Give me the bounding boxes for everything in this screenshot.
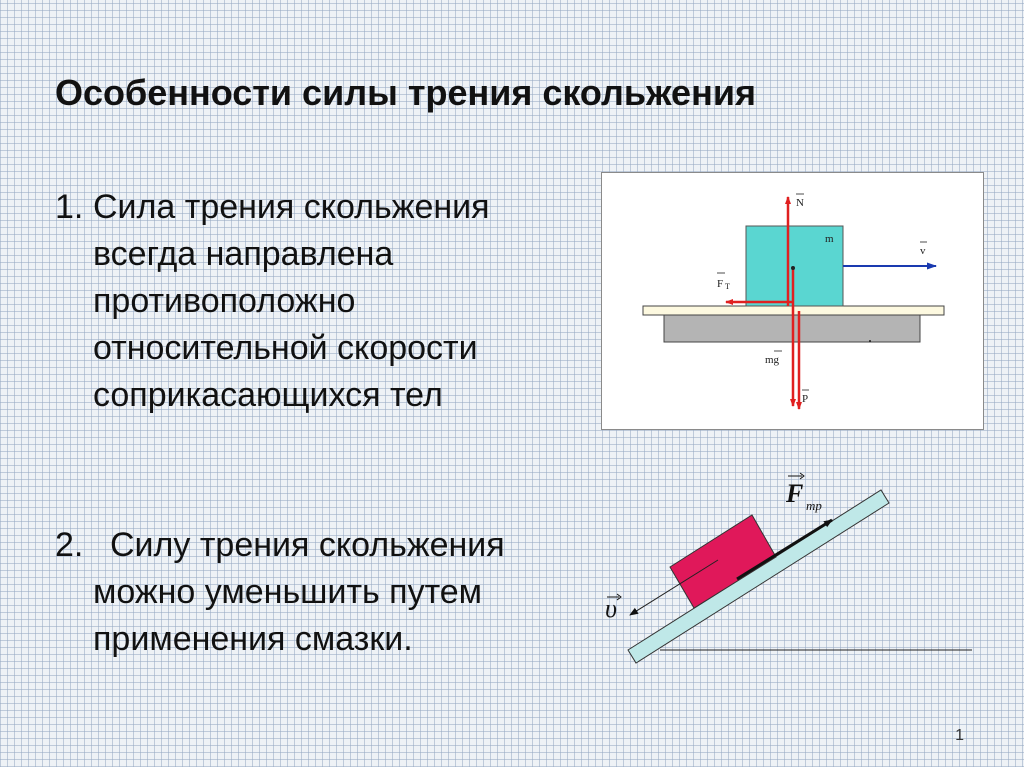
- incline-friction-arrow: [736, 518, 833, 581]
- incline-friction-subscript: тр: [806, 498, 822, 513]
- friction-label: F: [717, 278, 723, 290]
- incline-block: [669, 514, 777, 609]
- point-1-line: Сила трения скольжения: [93, 188, 490, 226]
- incline-velocity-arrow: [629, 559, 719, 616]
- normal-force-label: N: [796, 197, 804, 209]
- point-2-line: Силу трения скольжения: [110, 526, 505, 564]
- page-number: 1: [955, 727, 964, 744]
- friction-subscript: T: [725, 282, 730, 291]
- weight-label: P: [802, 393, 808, 405]
- point-1-number: 1.: [55, 188, 84, 226]
- point-1-line: соприкасающихся тел: [93, 376, 443, 414]
- point-2-number: 2.: [55, 526, 84, 564]
- point-1: 1. Сила трения скольжения всегда направл…: [55, 184, 595, 419]
- point-2-line: применения смазки.: [93, 620, 413, 658]
- sliding-block: [745, 225, 844, 307]
- inclined-plane: [627, 489, 890, 664]
- point-2-line: можно уменьшить путем: [93, 573, 483, 611]
- point-1-text: Сила трения скольжения всегда направлена…: [55, 184, 595, 419]
- point-2: 2. Силу трения скольжения можно уменьшит…: [55, 522, 615, 663]
- velocity-label: v: [920, 245, 926, 257]
- slide-title: Особенности силы трения скольжения: [55, 72, 756, 113]
- incline-velocity-label: υ: [605, 594, 617, 623]
- mass-label: m: [825, 233, 834, 245]
- incline-diagram: F тр υ: [590, 462, 990, 677]
- point-2-text: Силу трения скольжения можно уменьшить п…: [55, 522, 615, 663]
- point-1-line: противоположно: [93, 282, 356, 320]
- incline-friction-label: F: [785, 479, 803, 508]
- gravity-label: mg: [765, 354, 780, 366]
- friction-block-diagram: N m v F T mg P: [601, 172, 984, 430]
- point-1-line: относительной скорости: [93, 329, 478, 367]
- point-1-line: всегда направлена: [93, 235, 394, 273]
